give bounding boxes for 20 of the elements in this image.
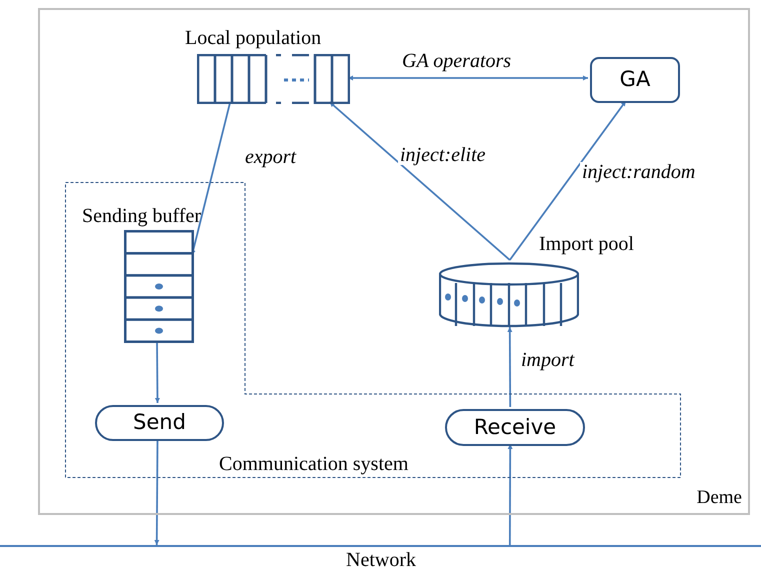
process-box: GA bbox=[590, 57, 680, 103]
edge-label: inject:elite bbox=[398, 145, 488, 165]
region-label: Communication system bbox=[219, 454, 408, 474]
process-pill: Receive bbox=[445, 409, 585, 446]
edge-label: import bbox=[519, 350, 576, 370]
arrow bbox=[509, 100, 627, 261]
arrow bbox=[329, 101, 510, 261]
arrow bbox=[507, 327, 512, 407]
network-label: Network bbox=[346, 550, 416, 570]
component-heading: Local population bbox=[185, 28, 322, 48]
edge-label: inject:random bbox=[580, 162, 698, 182]
edge-label: GA operators bbox=[400, 51, 514, 71]
arrow bbox=[348, 76, 588, 80]
arrow bbox=[154, 341, 160, 403]
component-heading: Sending buffer bbox=[82, 206, 202, 226]
process-pill: Send bbox=[95, 405, 224, 441]
component-heading: Import pool bbox=[539, 234, 634, 254]
arrow bbox=[508, 444, 513, 545]
arrow bbox=[154, 439, 160, 545]
frame-label: Deme bbox=[696, 488, 742, 507]
